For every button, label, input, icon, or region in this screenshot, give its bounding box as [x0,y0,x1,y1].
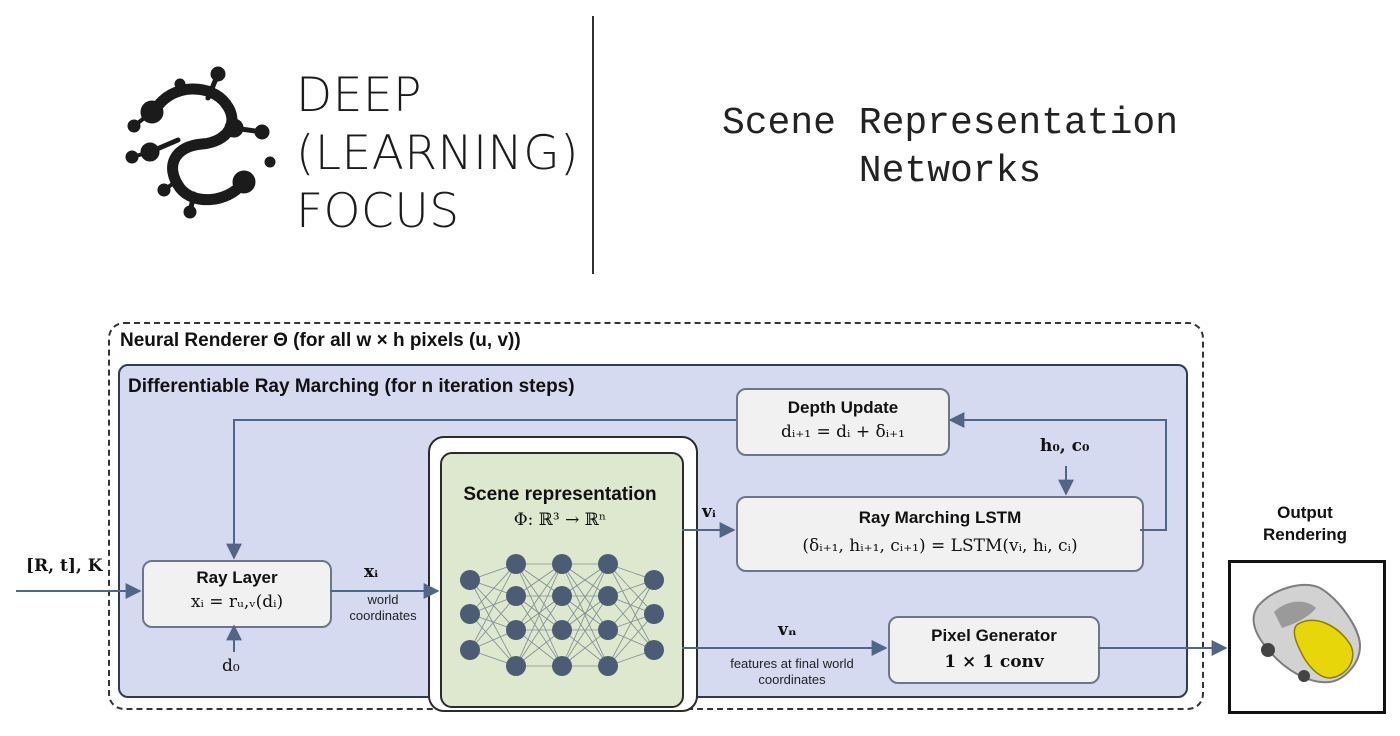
v-i-label: vᵢ [702,502,716,522]
logo-text-line-1: DEEP [296,68,422,123]
logo-icon [125,66,276,219]
scene-representation-formula: Φ: ℝ³ → ℝⁿ [513,510,607,530]
logo-text-line-2: (LEARNING) [296,126,579,181]
pixel-generator-formula: 1 × 1 conv [944,652,1044,672]
page-title-line-1: Scene Representation [721,102,1179,145]
ray-layer-box [142,560,332,628]
ray-marching-label: Differentiable Ray Marching (for n itera… [128,376,575,397]
pixel-generator-box [888,616,1100,684]
depth-update-box [736,388,950,456]
page-title-line-2: Networks [858,150,1042,193]
ray-marching-lstm-title: Ray Marching LSTM [858,508,1022,527]
input-label: [R, t], K [26,556,103,576]
d0-label: d₀ [222,656,240,676]
neural-renderer-label: Neural Renderer Θ (for all w × h pixels … [120,330,521,351]
scene-representation-title: Scene representation [463,484,657,505]
pixel-generator-title: Pixel Generator [931,626,1057,645]
depth-update-formula: dᵢ₊₁ = dᵢ + δᵢ₊₁ [781,422,905,442]
header-divider [592,16,594,274]
car-render-icon [1252,583,1362,684]
depth-update-title: Depth Update [787,398,899,417]
ray-marching-lstm-formula: (δᵢ₊₁, hᵢ₊₁, cᵢ₊₁) = LSTM(vᵢ, hᵢ, cᵢ) [802,536,1078,556]
features-label: features at final world coordinates [730,656,854,687]
h0-c0-label: h₀, c₀ [1040,436,1090,456]
ray-layer-formula: xᵢ = rᵤ,ᵥ(dᵢ) [190,592,284,612]
v-n-label: vₙ [778,620,797,640]
ray-layer-title: Ray Layer [196,568,278,587]
world-coordinates-label: world coordinates [349,592,417,623]
output-rendering-label: Output Rendering [1262,503,1348,544]
logo-text-line-3: FOCUS [296,184,460,239]
x-i-label: xᵢ [364,562,379,582]
